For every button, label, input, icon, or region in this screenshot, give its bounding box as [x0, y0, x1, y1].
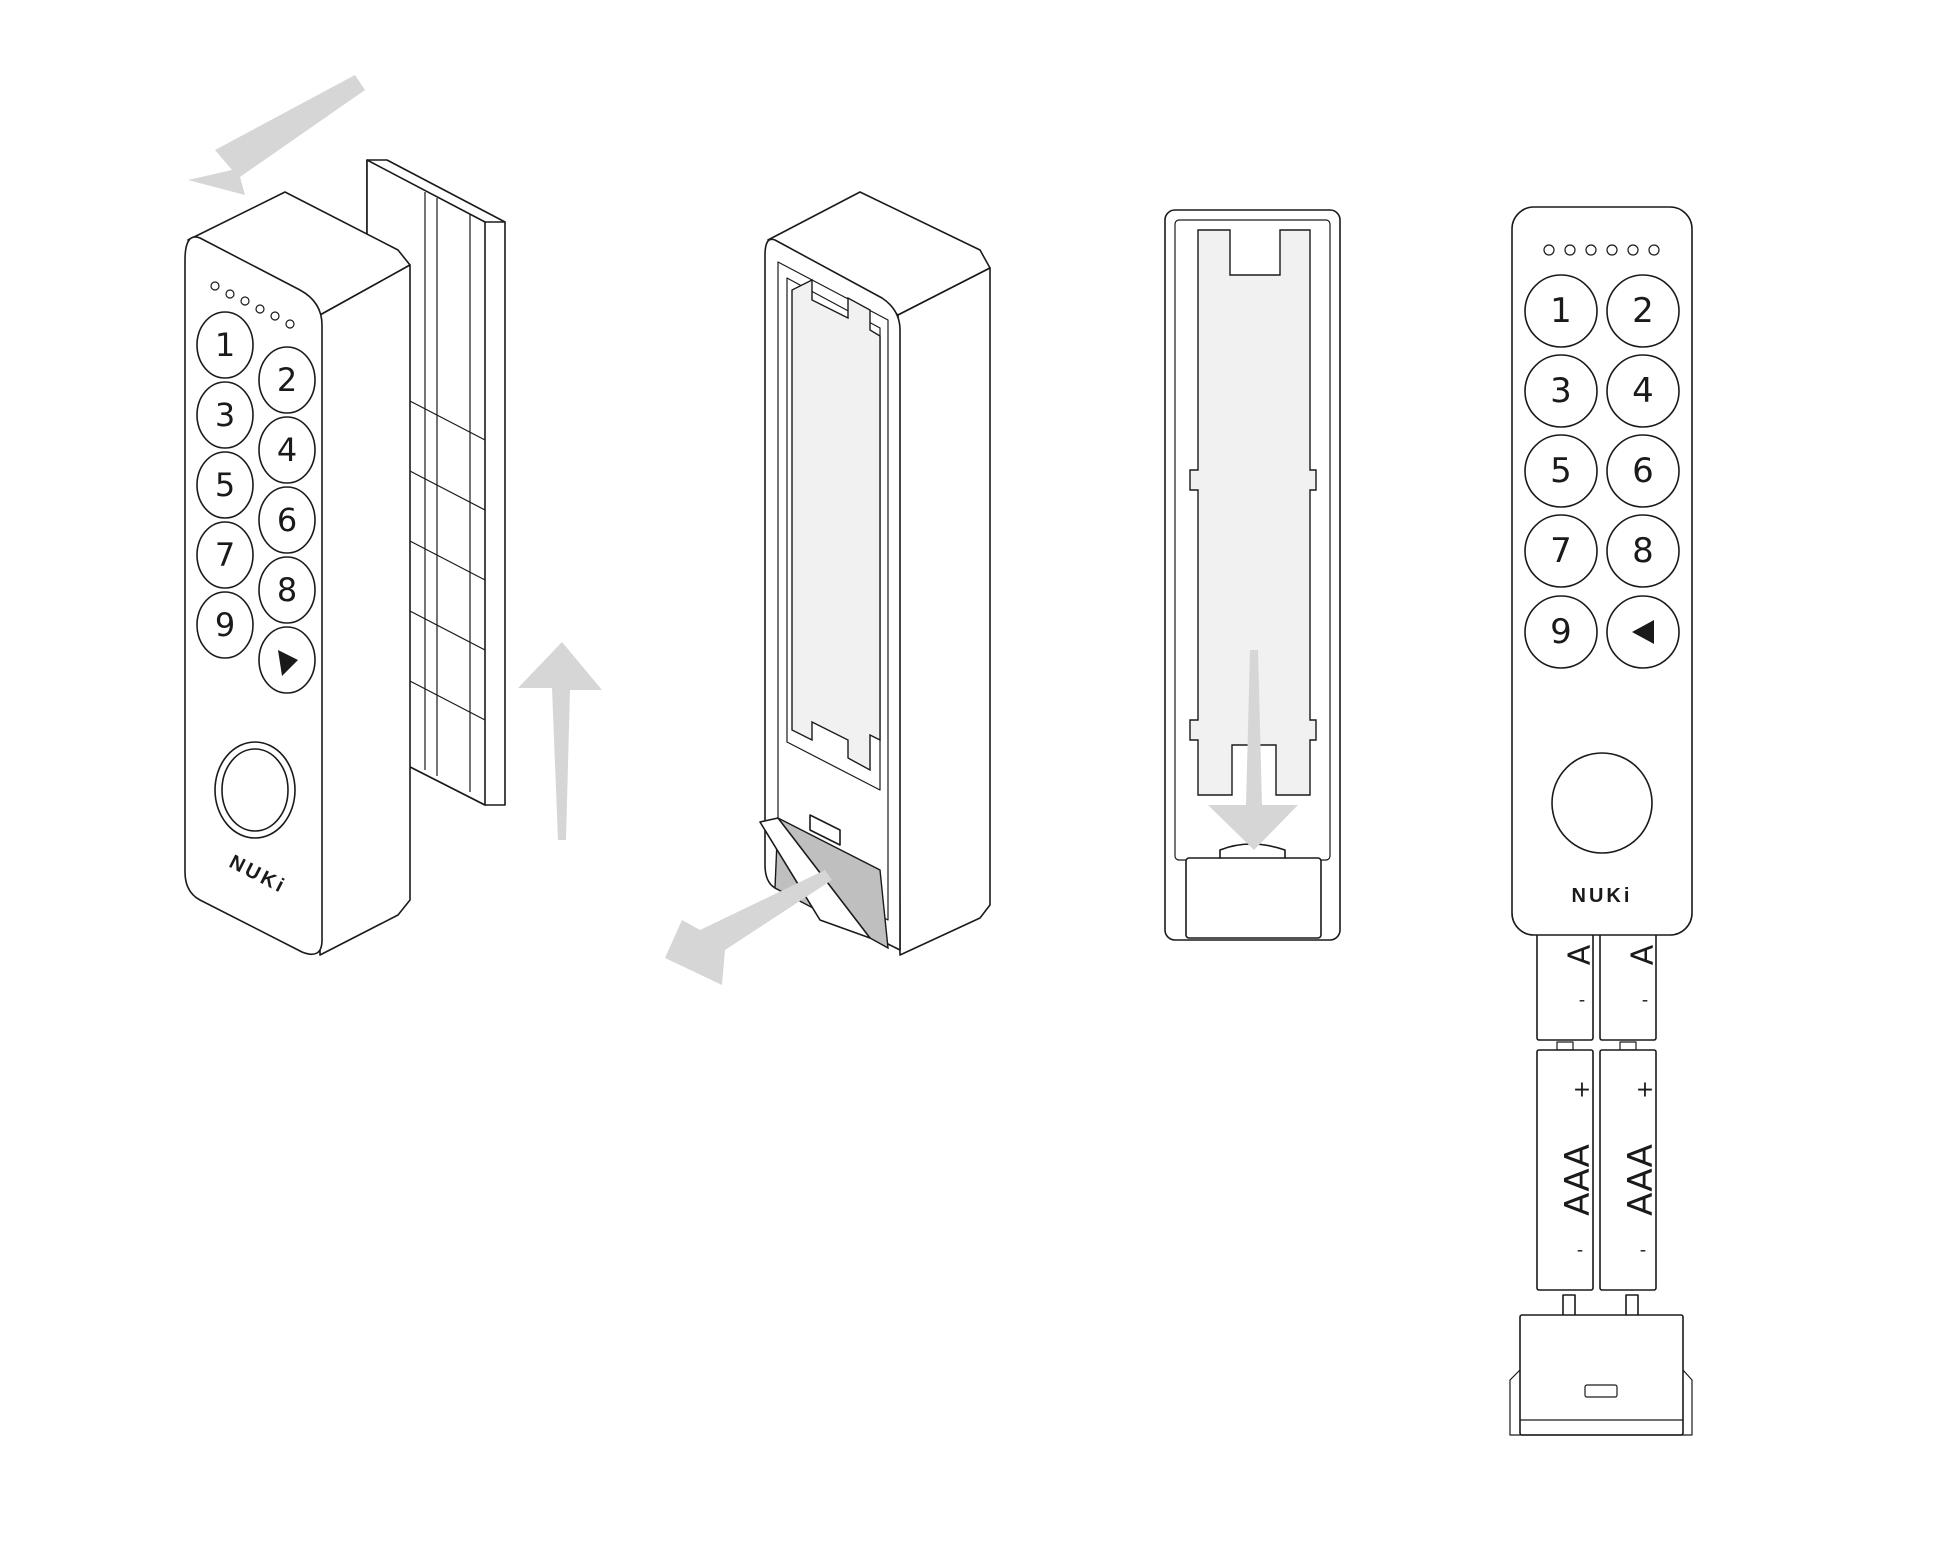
- front-key-9-label: 9: [1550, 612, 1572, 652]
- front-back-triangle-icon: [1632, 620, 1654, 644]
- key-6-label: 6: [277, 501, 297, 539]
- fingerprint-sensor: [214, 741, 296, 839]
- arrow-down-icon: [1208, 650, 1298, 850]
- key-5-label: 5: [215, 466, 235, 504]
- front-key-5-label: 5: [1550, 451, 1572, 491]
- key-7-label: 7: [215, 536, 235, 574]
- keypad-front: 1 2 3 4 5 6 7 8 9: [1511, 206, 1693, 936]
- back-battery-panel: [1189, 229, 1317, 796]
- battery-top-left-label: A: [1563, 944, 1598, 965]
- battery-tray: [1185, 843, 1322, 939]
- battery-top-right-label: A: [1626, 944, 1661, 965]
- front-key-1-label: 1: [1550, 291, 1572, 331]
- step-2-open-cover: [665, 191, 991, 985]
- step-4-replace-batteries: A A - - + + AAA AAA - -: [1509, 206, 1693, 1436]
- battery-left-minus: -: [1577, 1240, 1584, 1261]
- arrow-up-icon: [518, 642, 602, 840]
- step-3-remove-tray: [1164, 209, 1341, 941]
- front-key-6-label: 6: [1632, 451, 1654, 491]
- arrow-down-left-icon: [665, 870, 832, 985]
- brand-logo-front: NUKi: [1572, 885, 1633, 907]
- front-fingerprint-sensor: [1551, 752, 1653, 854]
- key-8-label: 8: [277, 571, 297, 609]
- battery-right-label: AAA: [1621, 1144, 1661, 1216]
- keypad-3d: 1 2 3 4 5 6 7 8 9: [184, 191, 411, 956]
- step-1-remove-keypad: 1 2 3 4 5 6 7 8 9: [184, 75, 602, 956]
- keypad-3d-keys: 1 2 3 4 5 6 7 8 9: [196, 311, 316, 694]
- back-triangle-icon: [278, 650, 298, 676]
- battery-holder: [1509, 1294, 1693, 1436]
- battery-top-left-minus: -: [1579, 990, 1586, 1011]
- front-key-4-label: 4: [1632, 371, 1654, 411]
- front-led-indicators: [1543, 244, 1660, 256]
- led-indicators: [210, 281, 295, 329]
- arrow-left-icon: [188, 75, 365, 195]
- front-key-8-label: 8: [1632, 531, 1654, 571]
- battery-compartment-panel: [791, 278, 881, 772]
- battery-left-plus: +: [1573, 1078, 1591, 1103]
- front-key-3-label: 3: [1550, 371, 1572, 411]
- key-2-label: 2: [277, 361, 297, 399]
- battery-right-minus: -: [1640, 1240, 1647, 1261]
- battery-right-plus: +: [1636, 1078, 1654, 1103]
- front-key-7-label: 7: [1550, 531, 1572, 571]
- key-1-label: 1: [215, 326, 235, 364]
- front-keys: 1 2 3 4 5 6 7 8 9: [1524, 274, 1680, 669]
- battery-pair-bottom: + + AAA AAA - -: [1536, 1041, 1661, 1291]
- battery-top-right-minus: -: [1642, 990, 1649, 1011]
- key-3-label: 3: [215, 396, 235, 434]
- key-4-label: 4: [277, 431, 297, 469]
- key-9-label: 9: [215, 606, 235, 644]
- front-key-2-label: 2: [1632, 291, 1654, 331]
- battery-left-label: AAA: [1558, 1144, 1598, 1216]
